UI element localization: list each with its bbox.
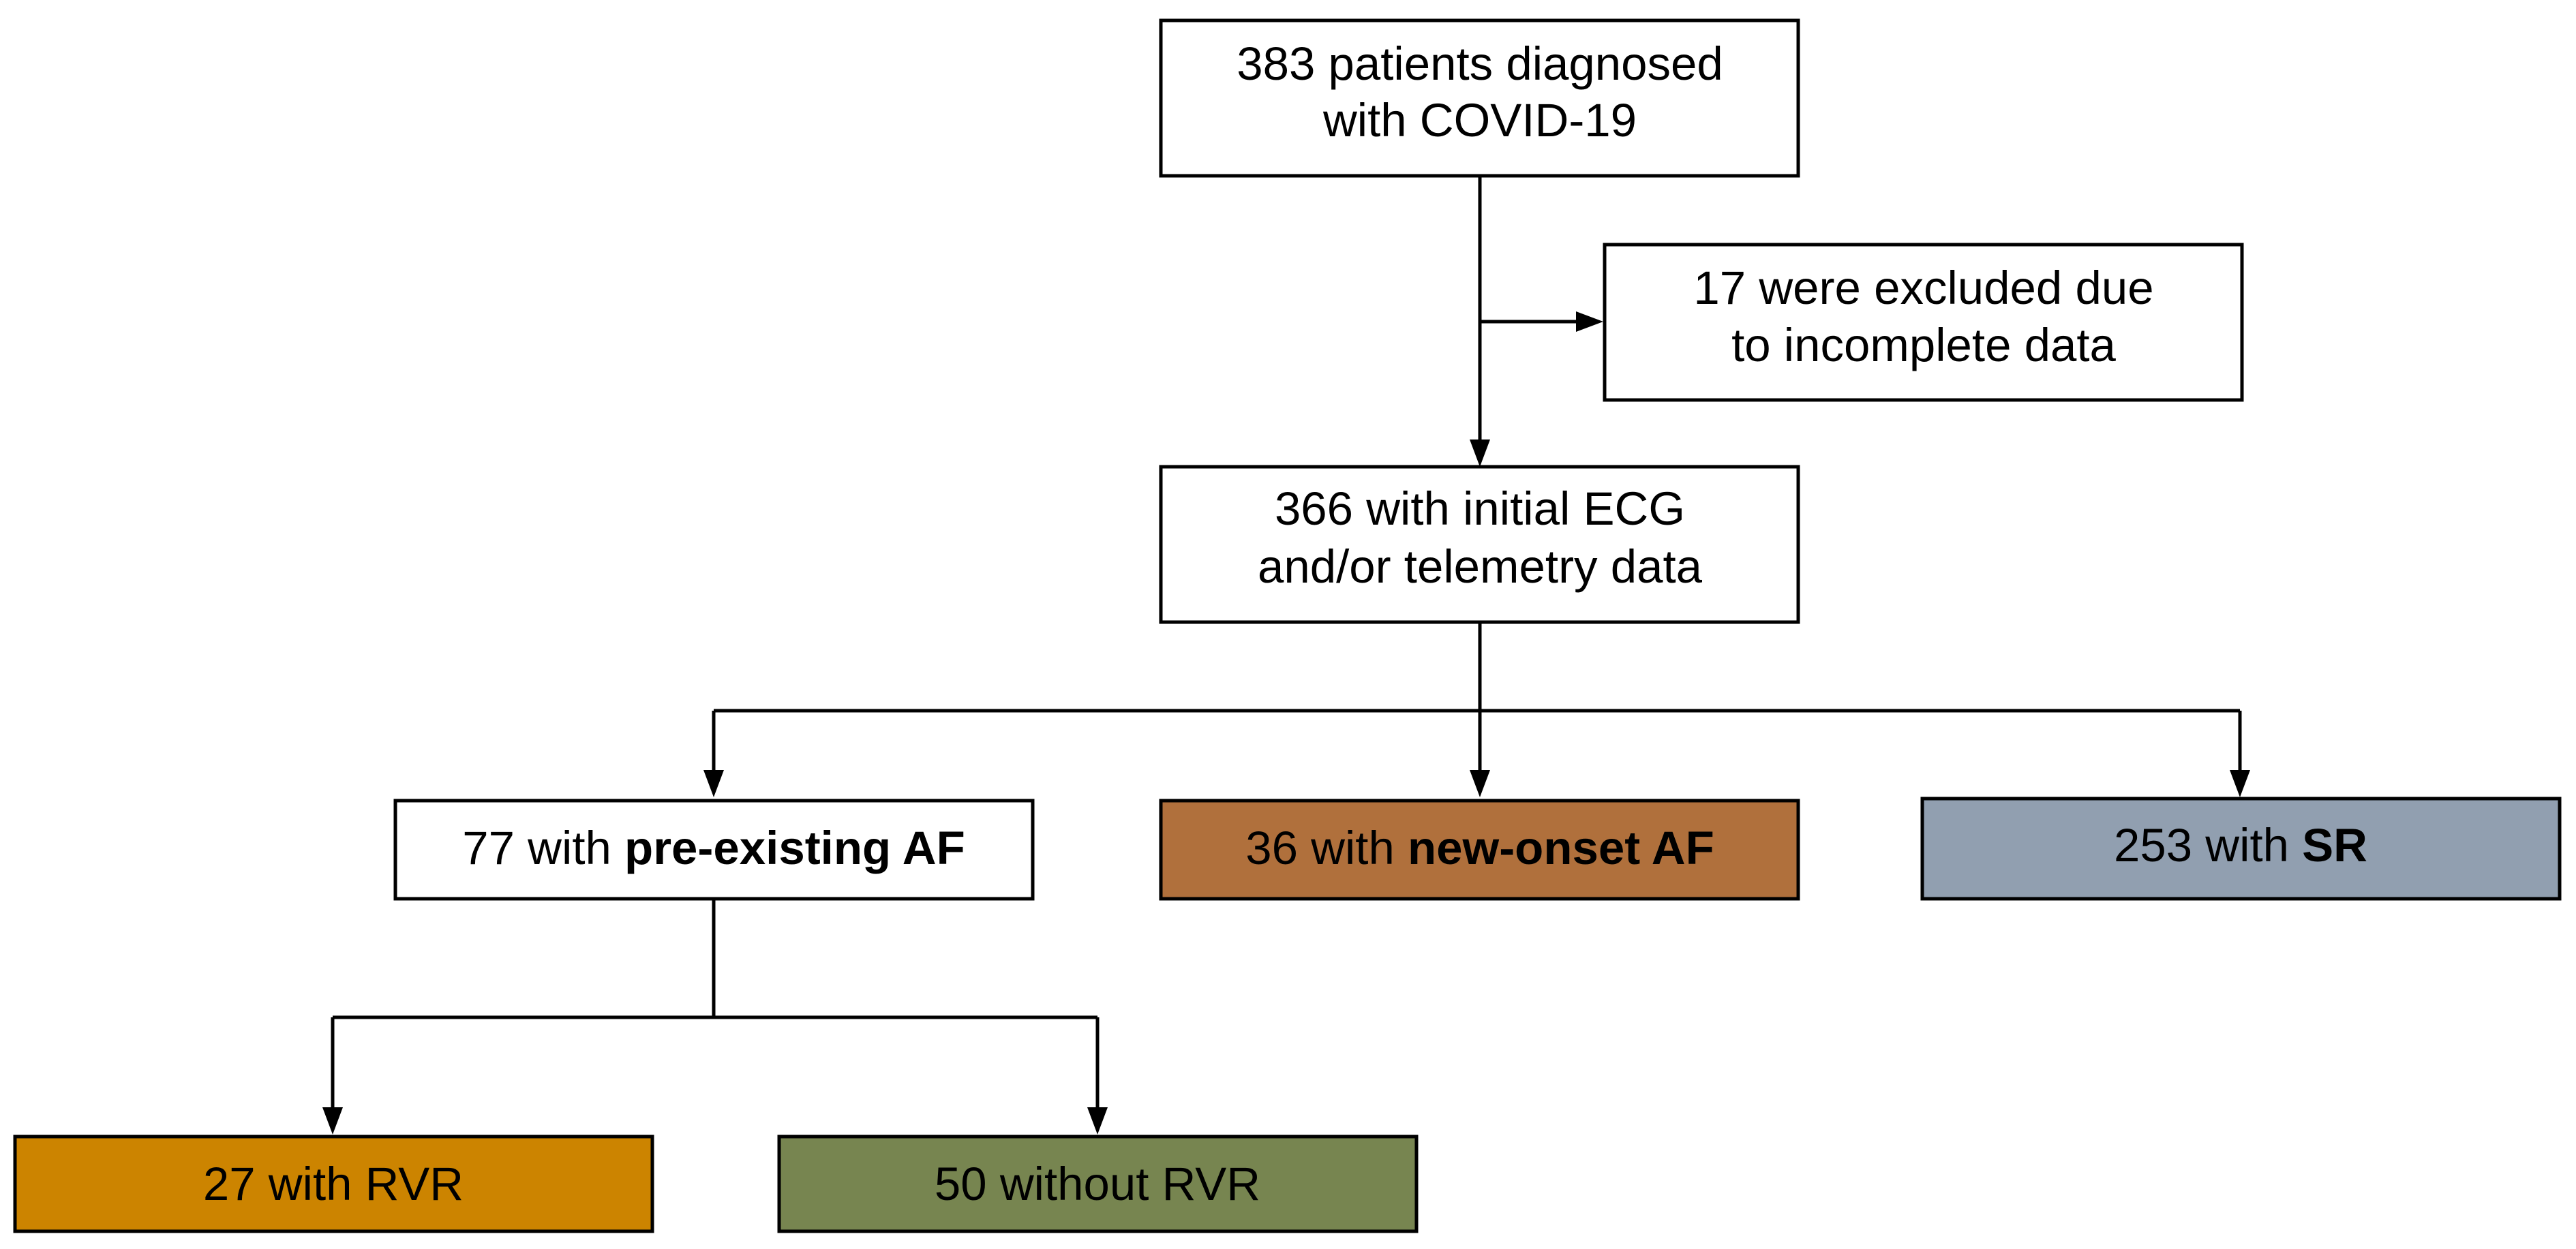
- arrowhead-with-rvr: [322, 1107, 343, 1135]
- box-with-rvr-label: 27 with RVR: [203, 1158, 464, 1210]
- box-preexisting-af-prefix: 77 with: [462, 822, 624, 874]
- box-screened-rect: [1159, 18, 1800, 178]
- box-preexisting-af: 77 with pre-existing AF: [393, 799, 1035, 901]
- box-sr-label: 253 with SR: [2114, 819, 2367, 872]
- box-with-rvr-rect: [13, 1135, 654, 1233]
- arrowhead-included: [1470, 440, 1490, 467]
- arrowhead-sr: [2230, 770, 2250, 797]
- box-new-onset-af-prefix: 36 with: [1245, 822, 1408, 874]
- box-screened: 383 patients diagnosed with COVID-19: [1159, 18, 1800, 178]
- box-without-rvr: 50 without RVR: [777, 1135, 1419, 1233]
- box-excluded-line1: 17 were excluded due: [1693, 262, 2153, 314]
- box-sr-bold: SR: [2302, 819, 2367, 872]
- box-new-onset-af-bold: new-onset AF: [1408, 822, 1714, 874]
- arrowhead-excluded: [1576, 311, 1603, 332]
- box-included-rect: [1159, 465, 1800, 624]
- box-excluded-rect: [1603, 243, 2244, 402]
- box-without-rvr-rect: [777, 1135, 1419, 1233]
- box-included: 366 with initial ECG and/or telemetry da…: [1159, 465, 1800, 624]
- box-preexisting-af-bold: pre-existing AF: [624, 822, 965, 874]
- box-sr-prefix: 253 with: [2114, 819, 2302, 872]
- box-excluded-line2: to incomplete data: [1731, 319, 2116, 371]
- box-new-onset-af-rect: [1159, 799, 1800, 901]
- box-new-onset-af-label: 36 with new-onset AF: [1245, 822, 1714, 874]
- box-preexisting-af-rect: [393, 799, 1035, 901]
- box-sr: 253 with SR: [1920, 797, 2562, 901]
- box-with-rvr: 27 with RVR: [13, 1135, 654, 1233]
- connectors: [322, 176, 2250, 1135]
- box-preexisting-af-label: 77 with pre-existing AF: [462, 822, 965, 874]
- box-included-line1: 366 with initial ECG: [1275, 482, 1685, 535]
- box-included-line2: and/or telemetry data: [1258, 540, 1703, 593]
- box-screened-line1: 383 patients diagnosed: [1237, 37, 1723, 90]
- arrowhead-preexisting: [703, 770, 724, 797]
- arrowhead-new-onset: [1470, 770, 1490, 797]
- box-screened-line2: with COVID-19: [1322, 94, 1637, 147]
- box-sr-rect: [1920, 797, 2562, 901]
- box-without-rvr-label: 50 without RVR: [935, 1158, 1260, 1210]
- box-new-onset-af: 36 with new-onset AF: [1159, 799, 1800, 901]
- box-excluded: 17 were excluded due to incomplete data: [1603, 243, 2244, 402]
- arrowhead-without-rvr: [1087, 1107, 1108, 1135]
